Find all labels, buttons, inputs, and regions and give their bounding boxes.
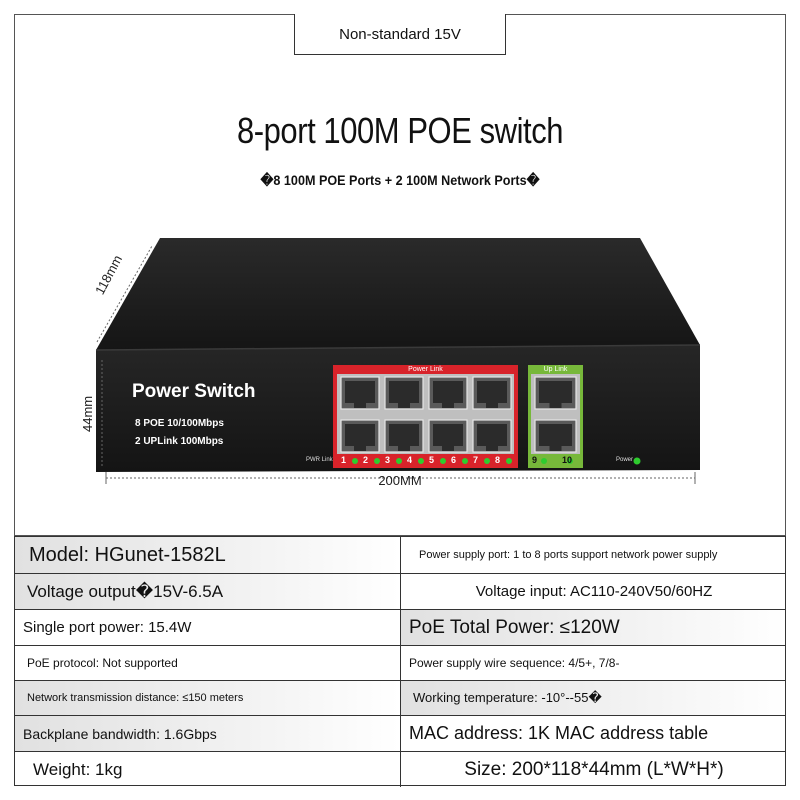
uplink-led — [541, 458, 547, 464]
power-label: Power — [616, 457, 634, 463]
width-dimension: 200MM — [378, 473, 422, 488]
spec-row: Network transmission distance: ≤150 mete… — [15, 680, 787, 715]
power-link-label: Power Link — [408, 366, 443, 373]
port-number: 6 — [451, 455, 457, 465]
spec-right-cell: Working temperature: -10°--55� — [401, 681, 787, 715]
port-number: 8 — [495, 455, 501, 465]
spec-table: Model: HGunet-1582L Power supply port: 1 … — [14, 536, 787, 787]
poe-port — [428, 376, 468, 410]
port-number: 3 — [385, 455, 391, 465]
port-led — [440, 458, 446, 464]
spec-line-uplink: 2 UPLink 100Mbps — [135, 436, 224, 447]
port-led — [396, 458, 402, 464]
port-led — [352, 458, 358, 464]
spec-row: Model: HGunet-1582L Power supply port: 1 … — [15, 537, 785, 573]
spec-right-cell: Voltage input: AC110-240V50/60HZ — [475, 583, 713, 600]
brand-label: Power Switch — [132, 381, 256, 402]
voltage-tag: Non-standard 15V — [294, 14, 506, 55]
spec-row: Backplane bandwidth: 1.6Gbps MAC address:… — [15, 715, 785, 751]
poe-ports — [340, 376, 512, 453]
poe-port — [472, 419, 512, 453]
spec-right-cell: MAC address: 1K MAC address table — [409, 723, 709, 743]
port-number: 7 — [473, 455, 479, 465]
poe-port — [340, 376, 380, 410]
port-leds — [352, 458, 573, 464]
uplink-port — [534, 419, 577, 453]
port-led — [506, 458, 512, 464]
port-number: 1 — [341, 455, 347, 465]
power-led — [633, 457, 641, 465]
poe-port — [340, 419, 380, 453]
page-subtitle: �8 100M POE Ports + 2 100M Network Ports… — [260, 172, 540, 188]
port-led — [374, 458, 380, 464]
uplink-led — [567, 458, 573, 464]
page-title: 8-port 100M POE switch — [236, 110, 564, 151]
spec-row: PoE protocol: Not supported Power supply … — [15, 645, 785, 680]
switch-top-face — [96, 238, 700, 350]
spec-right-cell: Size: 200*118*44mm (L*W*H*) — [464, 758, 724, 780]
spec-line-poe: 8 POE 10/100Mbps — [135, 418, 224, 429]
switch-illustration: Power Switch 8 POE 10/100Mbps 2 UPLink 1… — [80, 238, 701, 488]
poe-port — [384, 376, 424, 410]
switch-drawing — [95, 238, 701, 484]
spec-left-cell: Backplane bandwidth: 1.6Gbps — [15, 716, 401, 751]
port-number: 2 — [363, 455, 369, 465]
uplink-label: Up Link — [543, 366, 568, 373]
uplink-port — [534, 376, 577, 410]
uplink-number: 9 — [532, 455, 538, 465]
poe-port — [472, 376, 512, 410]
pwr-link-label: PWR Link — [306, 457, 333, 463]
port-number: 5 — [429, 455, 435, 465]
port-led — [484, 458, 490, 464]
spec-right-cell: Power supply wire sequence: 4/5+, 7/8- — [409, 656, 620, 670]
spec-row: Voltage output�15V-6.5A Voltage input: AC… — [15, 573, 785, 609]
spec-left-cell: Single port power: 15.4W — [15, 610, 401, 645]
spec-left-cell: PoE protocol: Not supported — [15, 646, 401, 680]
uplink-number: 10 — [562, 455, 573, 465]
spec-left-cell: Network transmission distance: ≤150 mete… — [15, 681, 401, 715]
port-led — [462, 458, 468, 464]
poe-port — [428, 419, 468, 453]
spec-right-cell: Power supply port: 1 to 8 ports support … — [419, 549, 718, 561]
spec-right-cell: PoE Total Power: ≤120W — [401, 610, 787, 645]
spec-left-cell: Model: HGunet-1582L — [15, 537, 401, 573]
uplink-ports — [534, 376, 577, 453]
spec-left-cell: Weight: 1kg — [15, 752, 401, 787]
port-number: 4 — [407, 455, 413, 465]
port-led — [418, 458, 424, 464]
spec-row: Weight: 1kg Size: 200*118*44mm (L*W*H*) — [15, 751, 785, 787]
poe-port — [384, 419, 424, 453]
spec-left-cell: Voltage output�15V-6.5A — [15, 574, 401, 609]
height-dimension: 44mm — [80, 395, 95, 432]
